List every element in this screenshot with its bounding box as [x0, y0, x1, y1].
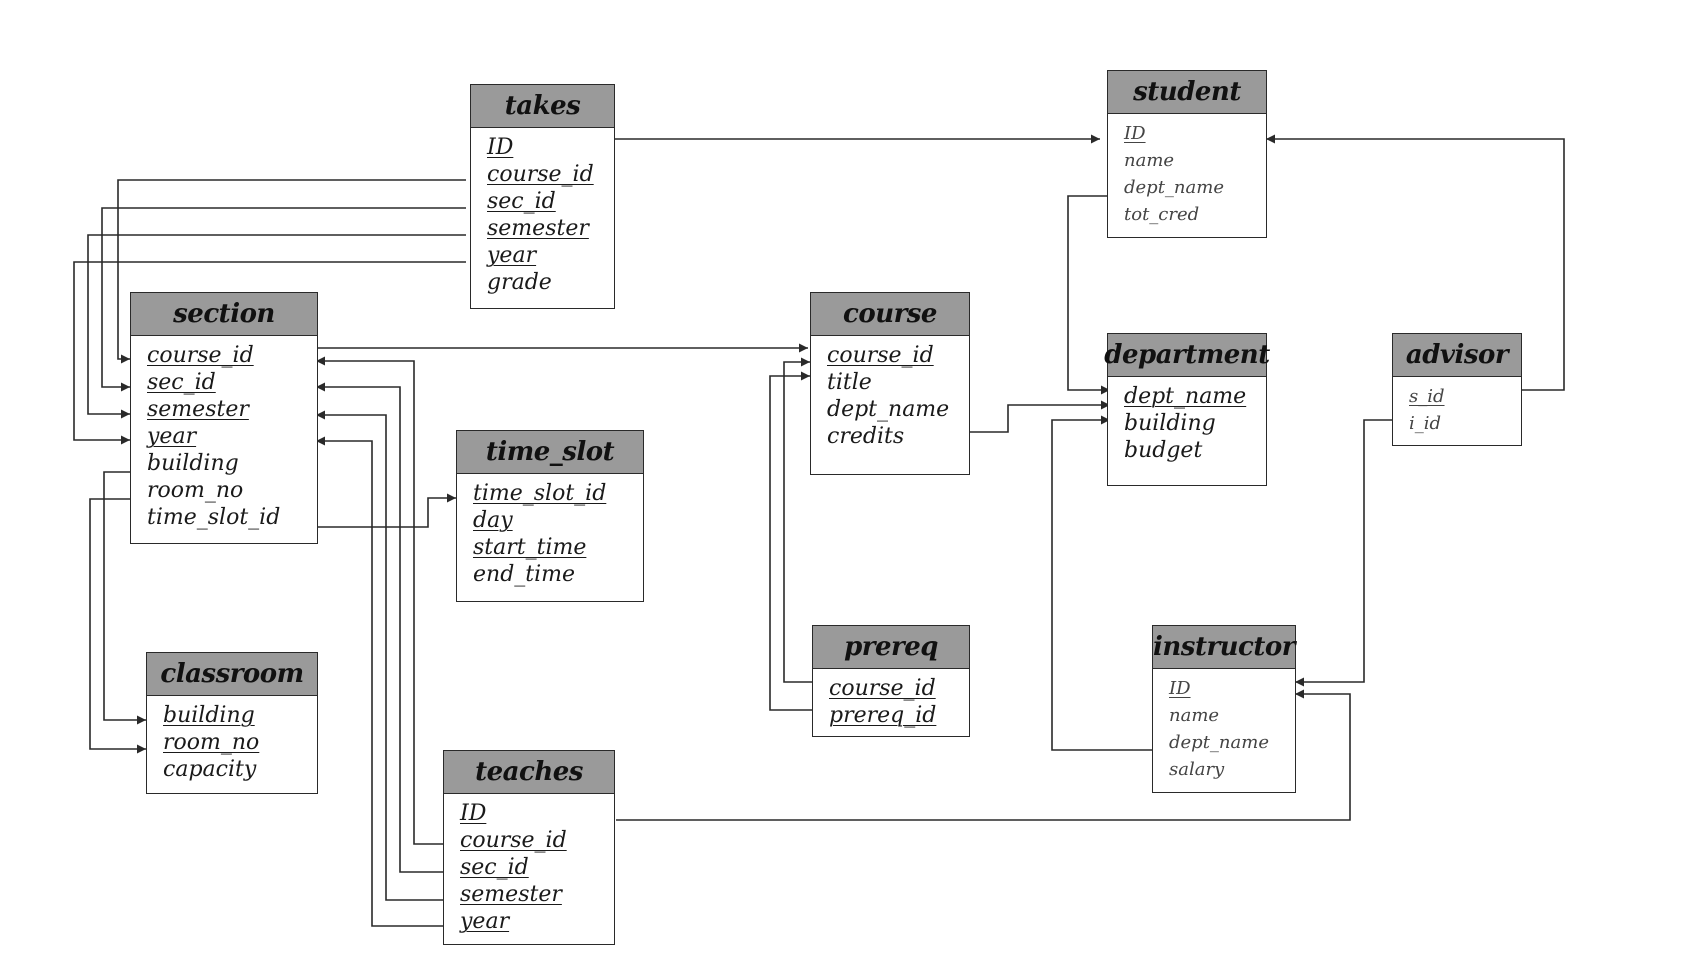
attribute-pk: time_slot_id: [473, 481, 607, 506]
attribute-pk: start_time: [473, 535, 587, 560]
attribute-list: ID name dept_name salary: [1153, 669, 1295, 783]
fk-section-classroom-room-no: [89, 498, 146, 754]
attribute: dept_name: [827, 397, 950, 422]
attribute: room_no: [147, 478, 244, 503]
table-classroom: classroom building room_no capacity: [146, 652, 318, 794]
attribute-pk: year: [460, 909, 510, 934]
attribute: building: [1124, 411, 1216, 436]
attribute-pk: course_id: [147, 343, 254, 368]
table-name: course: [811, 293, 969, 336]
attribute-pk: ID: [1169, 678, 1191, 699]
attribute-pk: prereq_id: [829, 703, 937, 728]
attribute-pk: year: [487, 243, 537, 268]
attribute: dept_name: [1169, 732, 1269, 753]
attribute-pk: semester: [460, 882, 562, 907]
attribute: tot_cred: [1124, 204, 1200, 225]
attribute-pk: day: [473, 508, 513, 533]
fk-teaches-instructor: [616, 689, 1351, 821]
attribute-pk: building: [163, 703, 255, 728]
fk-teaches-section-course-id: [316, 356, 443, 845]
fk-takes-section-semester: [87, 234, 466, 419]
table-name: advisor: [1393, 334, 1521, 377]
attribute: i_id: [1409, 413, 1442, 434]
attribute: time_slot_id: [147, 505, 281, 530]
attribute: capacity: [163, 757, 257, 782]
attribute: grade: [487, 270, 552, 295]
table-teaches: teaches ID course_id sec_id semester yea…: [443, 750, 615, 945]
attribute-list: time_slot_id day start_time end_time: [457, 474, 643, 588]
attribute-pk: year: [147, 424, 197, 449]
table-department: department dept_name building budget: [1104, 333, 1270, 486]
fk-takes-section-course-id: [117, 179, 466, 364]
table-name: teaches: [444, 751, 614, 794]
fk-student-department: [1067, 195, 1110, 395]
table-name: department: [1104, 334, 1270, 377]
attribute-pk: ID: [460, 801, 487, 826]
table-name: student: [1108, 71, 1266, 114]
attribute-pk: ID: [1124, 123, 1146, 144]
table-name: prereq: [813, 626, 969, 669]
table-course: course course_id title dept_name credits: [810, 292, 970, 475]
attribute-list: ID name dept_name tot_cred: [1108, 114, 1266, 228]
attribute-pk: sec_id: [147, 370, 216, 395]
table-name: time_slot: [457, 431, 643, 474]
attribute-list: ID course_id sec_id semester year grade: [471, 128, 614, 296]
table-prereq: prereq course_id prereq_id: [812, 625, 970, 737]
table-takes: takes ID course_id sec_id semester year …: [470, 84, 615, 309]
table-name: section: [131, 293, 317, 336]
attribute: name: [1124, 150, 1175, 171]
attribute-list: course_id title dept_name credits: [811, 336, 969, 450]
fk-teaches-section-semester: [316, 410, 443, 901]
table-advisor: advisor s_id i_id: [1392, 333, 1522, 446]
attribute-pk: semester: [147, 397, 249, 422]
attribute-pk: ID: [487, 135, 514, 160]
attribute-list: building room_no capacity: [147, 696, 317, 783]
table-instructor: instructor ID name dept_name salary: [1152, 625, 1296, 793]
table-name: instructor: [1153, 626, 1295, 669]
attribute-pk: semester: [487, 216, 589, 241]
fk-takes-section-sec-id: [101, 207, 466, 392]
attribute-pk: dept_name: [1124, 384, 1247, 409]
fk-course-department: [968, 400, 1110, 433]
fk-takes-section-year: [73, 261, 466, 445]
attribute-pk: sec_id: [487, 189, 556, 214]
fk-prereq-course-prereq-id: [769, 371, 814, 711]
table-name: takes: [471, 85, 614, 128]
fk-prereq-course-course-id: [783, 357, 814, 683]
fk-section-classroom-building: [103, 471, 146, 725]
attribute-pk: course_id: [460, 828, 567, 853]
table-section: section course_id sec_id semester year b…: [130, 292, 318, 544]
fk-teaches-section-year: [316, 436, 443, 927]
table-name: classroom: [147, 653, 317, 696]
attribute: budget: [1124, 438, 1203, 463]
attribute-pk: room_no: [163, 730, 260, 755]
attribute: title: [827, 370, 872, 395]
attribute-pk: course_id: [829, 676, 936, 701]
attribute-list: course_id prereq_id: [813, 669, 969, 729]
fk-instructor-department: [1051, 415, 1152, 751]
attribute: salary: [1169, 759, 1225, 780]
attribute: credits: [827, 424, 905, 449]
attribute-list: dept_name building budget: [1108, 377, 1266, 464]
attribute: building: [147, 451, 239, 476]
attribute: name: [1169, 705, 1220, 726]
attribute-pk: course_id: [487, 162, 594, 187]
fk-advisor-student: [1266, 134, 1565, 391]
attribute-pk: sec_id: [460, 855, 529, 880]
attribute-list: course_id sec_id semester year building …: [131, 336, 317, 531]
table-student: student ID name dept_name tot_cred: [1107, 70, 1267, 238]
attribute-pk: course_id: [827, 343, 934, 368]
attribute: end_time: [473, 562, 576, 587]
attribute-list: ID course_id sec_id semester year: [444, 794, 614, 935]
attribute: dept_name: [1124, 177, 1224, 198]
fk-advisor-instructor: [1295, 419, 1392, 687]
table-time-slot: time_slot time_slot_id day start_time en…: [456, 430, 644, 602]
attribute-list: s_id i_id: [1393, 377, 1521, 437]
fk-teaches-section-sec-id: [316, 382, 443, 873]
attribute-pk: s_id: [1409, 386, 1445, 407]
